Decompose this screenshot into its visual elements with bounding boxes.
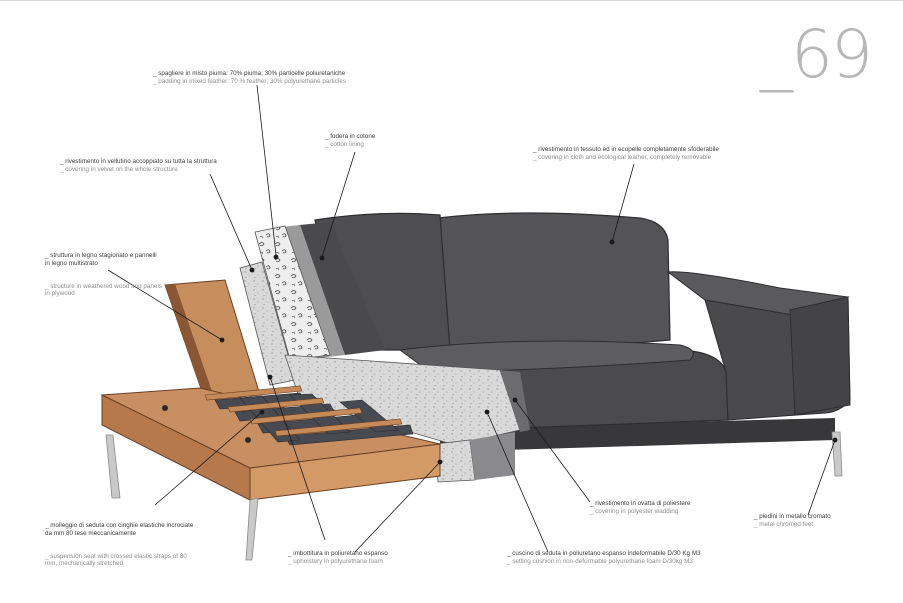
base-side xyxy=(249,443,441,501)
label-lining: _ fodera in cotone _ cotton lining xyxy=(325,133,375,148)
label-suspension-it: _ molleggio di seduta con cinghie elasti… xyxy=(45,522,194,537)
leg-front-mid xyxy=(245,497,259,561)
leader-lines xyxy=(107,84,838,553)
seat-cushion-top xyxy=(398,340,694,373)
label-cushion-it: _ cuscino di seduta in poliuretano espan… xyxy=(507,550,701,557)
wood-battens xyxy=(204,385,403,437)
frame-bolt-2 xyxy=(245,437,251,443)
leg-back xyxy=(831,431,843,477)
label-velvet-en: _ covering in velvet on the whole struct… xyxy=(60,165,178,173)
back-feather-section xyxy=(254,225,331,361)
label-covering-en: _ covering in cloth and ecological leath… xyxy=(533,153,712,161)
back-fabric-section xyxy=(300,222,385,355)
cross-section xyxy=(239,222,530,483)
label-velvet: _ rivestimento in vellutino accoppiato s… xyxy=(60,158,217,173)
metal-feet xyxy=(105,431,843,561)
label-padding-it: _ spagliere in misto piuma: 70% piuma; 3… xyxy=(153,70,346,77)
label-wadding-en: _ covering in polyester wadding xyxy=(590,507,679,515)
label-suspension: _ molleggio di seduta con cinghie elasti… xyxy=(45,507,193,575)
label-structure: _ struttura in legno stagionato e pannel… xyxy=(45,237,162,305)
label-feet-en: _ metal chromed feet xyxy=(754,520,814,528)
label-padding-en: _ padding in mixed feather: 70 % feather… xyxy=(153,77,346,85)
top-rule xyxy=(0,0,903,1)
label-suspension-en: _ suspension seat with crossed elastic s… xyxy=(45,552,187,568)
label-wadding-it: _ rivestimento in ovatta di poliestere xyxy=(590,500,691,507)
label-feet-it: _ piedini in metallo cromato xyxy=(754,513,831,520)
label-covering-it: _ rivestimento in tessuto ed in ecopelle… xyxy=(533,146,719,153)
label-padding: _ spagliere in misto piuma: 70% piuma; 3… xyxy=(153,70,346,85)
label-upholstery-en: _ upholstery in polyurethane foam xyxy=(288,557,383,565)
label-lining-en: _ cotton lining xyxy=(325,140,364,148)
label-lining-it: _ fodera in cotone xyxy=(325,133,376,140)
label-covering: _ rivestimento in tessuto ed in ecopelle… xyxy=(533,146,719,161)
leg-front-left xyxy=(105,434,121,499)
back-cushion-right xyxy=(437,212,671,351)
label-upholstery-it: _ imbottitura in poliuretano espanso xyxy=(288,550,388,557)
label-wadding: _ rivestimento in ovatta di poliestere _… xyxy=(590,500,690,515)
armrest-front xyxy=(789,296,851,416)
sofa-body xyxy=(314,212,851,452)
base-fabric-section xyxy=(470,432,515,480)
label-upholstery: _ imbottitura in poliuretano espanso _ u… xyxy=(288,550,388,565)
label-feet: _ piedini in metallo cromato _ metal chr… xyxy=(754,513,831,528)
label-structure-en: _ structure in weathered wood and panels… xyxy=(45,282,162,298)
page-number: _69 xyxy=(760,16,873,93)
label-cushion: _ cuscino di seduta in poliuretano espan… xyxy=(507,550,701,565)
label-cushion-en: _ setting cushion in non-deformable poly… xyxy=(507,557,693,565)
label-velvet-it: _ rivestimento in vellutino accoppiato s… xyxy=(60,158,217,165)
label-structure-it: _ struttura in legno stagionato e pannel… xyxy=(45,252,157,267)
frame-bolt-1 xyxy=(162,405,168,411)
